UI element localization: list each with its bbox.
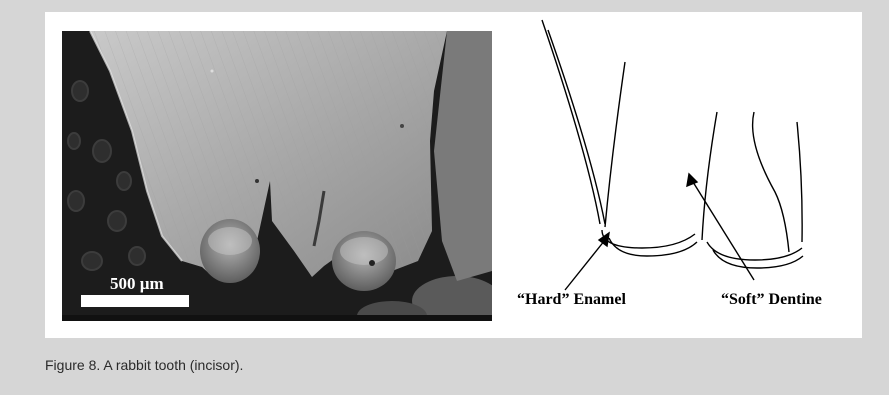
scale-bar-label: 500 µm (110, 274, 164, 294)
enamel-arrow-head (599, 233, 609, 246)
left-tooth-enamel-curve-1 (602, 230, 695, 248)
right-tooth-left-line (702, 112, 717, 240)
label-soft-dentine: “Soft” Dentine (721, 291, 822, 309)
dentine-arrow-head (687, 174, 697, 186)
figure-caption: Figure 8. A rabbit tooth (incisor). (45, 357, 243, 373)
scale-bar (81, 295, 189, 307)
enamel-arrow-line (565, 240, 605, 290)
label-hard-enamel: “Hard” Enamel (517, 291, 626, 309)
left-tooth-inner-line (605, 62, 625, 227)
right-tooth-inner-line (797, 122, 802, 242)
left-tooth-outer-line-1 (542, 20, 600, 224)
tooth-diagram: “Hard” Enamel “Soft” Dentine (517, 12, 862, 338)
right-tooth-enamel-curve-2 (713, 250, 803, 268)
figure-panel: 500 µm (45, 12, 862, 338)
right-tooth-right-line (753, 112, 789, 252)
sem-micrograph: 500 µm (62, 31, 492, 321)
